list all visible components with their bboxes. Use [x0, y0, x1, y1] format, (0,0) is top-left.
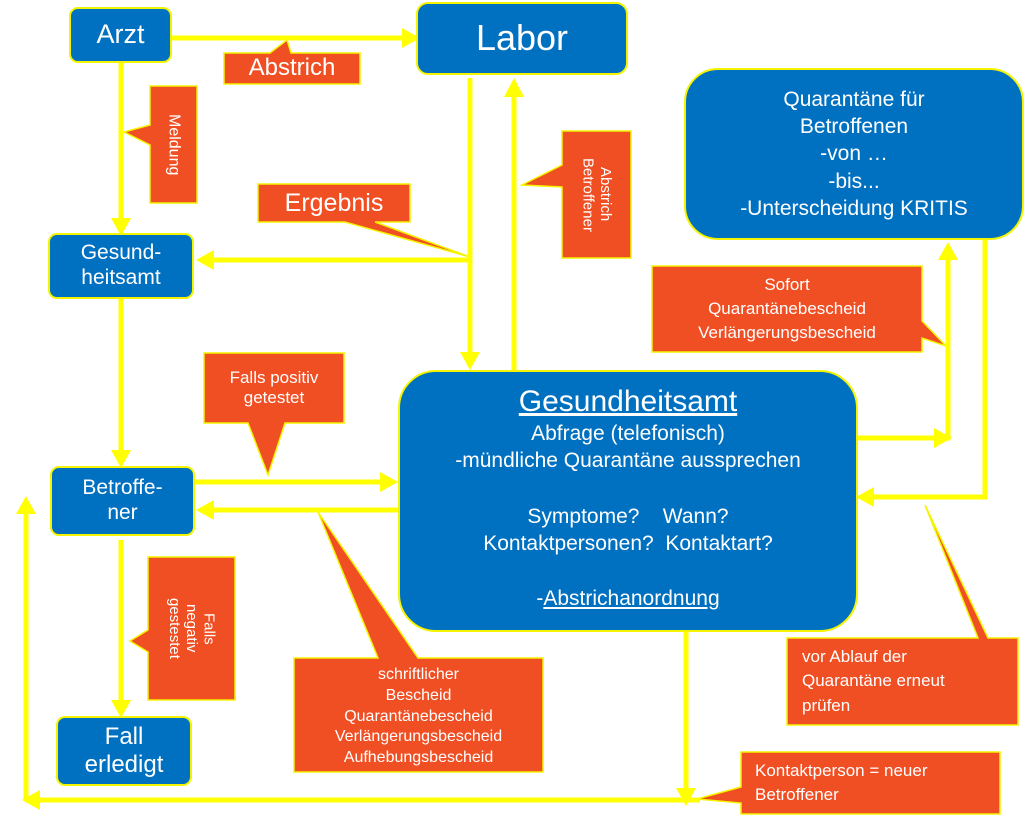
callout-schriftlicher-shape: [293, 511, 544, 773]
callout-abstrich-betroffener-label: Abstrich Betroffener: [579, 157, 614, 232]
arrowhead-gesundheitsamt-top: [111, 218, 131, 236]
node-labor-label: Labor: [475, 17, 569, 59]
callout-vor-ablauf-shape: [786, 504, 1019, 726]
node-arzt: Arzt: [69, 7, 172, 63]
node-labor: Labor: [416, 2, 628, 75]
arrowhead-quarantaene: [938, 242, 958, 260]
gesundheitsamt-main-line-4: Kontaktpersonen? Kontaktart?: [483, 531, 773, 555]
node-betroffener: Betroffe- ner: [50, 466, 195, 536]
node-fall-erledigt: Fall erledigt: [56, 716, 192, 786]
arrowhead-labor: [402, 28, 420, 48]
callout-schriftlicher-label: schriftlicher Bescheid Quarantänebeschei…: [334, 666, 503, 767]
quarantaene-line-3: -von …: [820, 142, 888, 166]
gesundheitsamt-main-line-2: -mündliche Quarantäne aussprechen: [455, 449, 801, 473]
line-5-prefix: -: [536, 587, 544, 611]
callout-abstrich-betroffener: Abstrich Betroffener: [562, 131, 631, 258]
callout-kontaktperson-shape: [696, 751, 1001, 815]
callout-falls-negativ-shape: [128, 556, 236, 701]
arrowhead-fall: [111, 700, 131, 718]
callout-schriftlicher: schriftlicher Bescheid Quarantänebeschei…: [294, 658, 543, 772]
arrowhead-labor-down: [460, 352, 480, 370]
gesundheitsamt-main-line-1: Abfrage (telefonisch): [531, 422, 725, 445]
quarantaene-line-2: Betroffenen: [799, 115, 909, 139]
callout-abstrich: Abstrich: [224, 53, 360, 84]
callout-falls-positiv: Falls positiv getestet: [204, 353, 344, 423]
quarantaene-line-4: -bis...: [828, 169, 880, 193]
quarantaene-line-1: Quarantäne für: [783, 87, 925, 111]
callout-ergebnis: Ergebnis: [258, 184, 410, 222]
callout-falls-positiv-label: Falls positiv getestet: [229, 367, 319, 407]
node-betroffener-label: Betroffe- ner: [82, 476, 163, 524]
callout-falls-positiv-shape: [203, 352, 345, 478]
arrowhead-labor-up: [504, 78, 524, 97]
callout-abstrich-betroffener-shape: [519, 130, 632, 259]
arrowhead-main-right: [856, 487, 874, 507]
callout-sofort: Sofort Quarantänebescheid Verlängerungsb…: [652, 266, 922, 352]
callout-ergebnis-label: Ergebnis: [284, 189, 384, 217]
arrow-quarantaene-to-main: [872, 240, 988, 500]
node-quarantaene: Quarantäne für Betroffenen -von … -bis..…: [684, 68, 1024, 240]
callout-kontaktperson-label: Kontaktperson = neuer Betroffener: [755, 761, 928, 804]
arrowhead-betroffener-right: [196, 500, 214, 520]
callout-meldung-shape: [121, 85, 198, 204]
node-gesundheitsamt-main: Gesundheitsamt Abfrage (telefonisch) -mü…: [398, 370, 858, 632]
callout-sofort-label: Sofort Quarantänebescheid Verlängerungsb…: [698, 275, 876, 342]
callout-abstrich-label: Abstrich: [248, 54, 336, 82]
arrowhead-betroffener: [111, 450, 131, 468]
gesundheitsamt-main-title: Gesundheitsamt: [518, 385, 738, 418]
node-gesundheitsamt-small: Gesund- heitsamt: [48, 233, 194, 299]
quarantaene-line-5: -Unterscheidung KRITIS: [740, 196, 968, 220]
node-fall-erledigt-label: Fall erledigt: [84, 722, 164, 778]
callout-vor-ablauf-label: vor Ablauf der Quarantäne erneut prüfen: [802, 646, 945, 715]
arrowhead-main-down: [676, 788, 696, 806]
callout-abstrich-shape: [223, 38, 361, 85]
callout-meldung: Meldung: [150, 86, 197, 203]
callout-meldung-label: Meldung: [165, 113, 183, 176]
callout-kontaktperson: Kontaktperson = neuer Betroffener: [741, 752, 1000, 814]
callout-falls-negativ: Falls negativ gestestet: [148, 557, 235, 700]
arrowhead-ergebnis: [196, 250, 214, 270]
callout-falls-negativ-label: Falls negativ gestestet: [165, 598, 218, 659]
arrowhead-left-loop: [22, 790, 40, 810]
arrowhead-sofort-corner: [934, 428, 952, 448]
arrowhead-main-left: [380, 472, 398, 492]
node-arzt-label: Arzt: [96, 19, 145, 50]
arrowhead-left-up: [16, 496, 36, 514]
gesundheitsamt-main-line-3: Symptome? Wann?: [527, 504, 729, 528]
line-5-text: Abstrichanordnung: [543, 587, 720, 611]
callout-ergebnis-shape: [257, 183, 471, 258]
gesundheitsamt-main-line-5: -Abstrichanordnung: [536, 585, 719, 612]
callout-vor-ablauf: vor Ablauf der Quarantäne erneut prüfen: [787, 638, 1018, 725]
node-gesundheitsamt-small-label: Gesund- heitsamt: [80, 241, 162, 289]
callout-sofort-shape: [651, 265, 947, 353]
